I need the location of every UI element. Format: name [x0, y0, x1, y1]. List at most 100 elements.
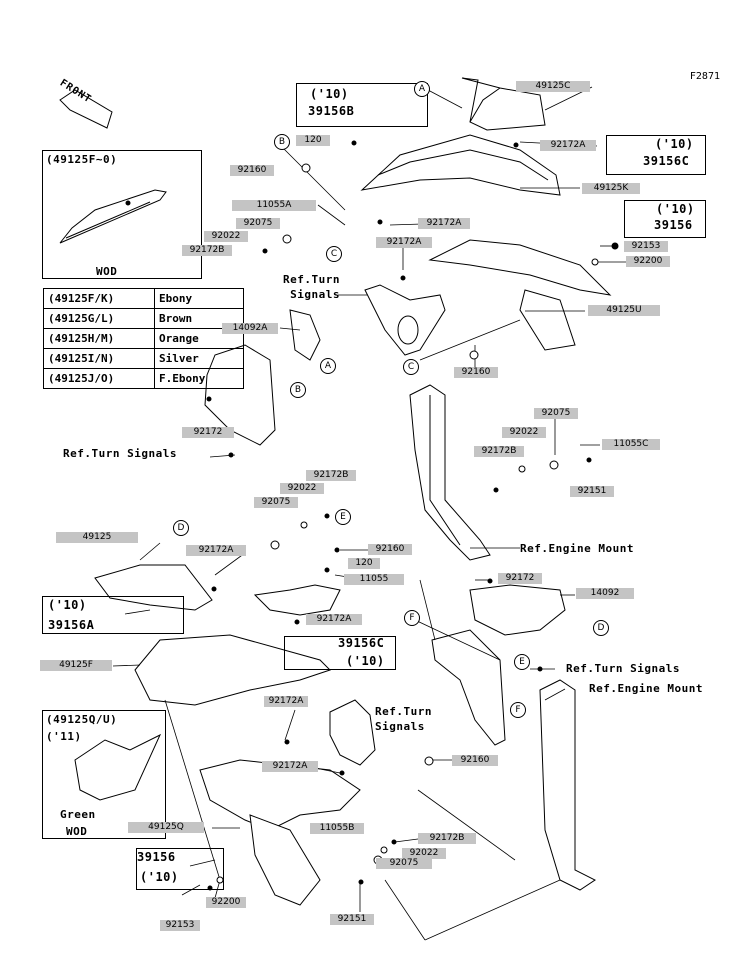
part-number-tag: 92172A — [418, 218, 470, 229]
year-label: ('10) — [655, 137, 694, 151]
color-row: (49125I/N) Silver — [43, 348, 244, 369]
year-label: ('10) — [140, 870, 179, 884]
part-number-tag: 11055 — [344, 574, 404, 585]
part-number-tag: 92200 — [626, 256, 670, 267]
part-number-tag: 92172A — [306, 614, 362, 625]
callout-b: B — [274, 134, 290, 150]
callout-e: E — [514, 654, 530, 670]
part-number-tag: 49125Q — [128, 822, 204, 833]
color-row: (49125F/K) Ebony — [43, 288, 244, 309]
part-number-tag: 92172B — [418, 833, 476, 844]
callout-c: C — [326, 246, 342, 262]
inset-wod-top — [42, 150, 202, 279]
callout-d: D — [173, 520, 189, 536]
part-number-tag: 92153 — [624, 241, 668, 252]
part-label: 39156 — [137, 850, 176, 864]
part-number-tag: 49125F — [40, 660, 112, 671]
part-number-tag: 92022 — [402, 848, 446, 859]
part-label: 39156C — [643, 154, 690, 168]
inset-bottom-color: Green — [60, 808, 96, 821]
year-box-39156C-mid — [284, 636, 396, 670]
callout-b: B — [290, 382, 306, 398]
inset-wod-bottom — [42, 710, 166, 839]
part-number-tag: 92160 — [230, 165, 274, 176]
part-number-tag: 92075 — [376, 858, 432, 869]
ref-turn-signals-label: Ref.Turn Signals — [566, 662, 680, 675]
part-number-tag: 14092A — [222, 323, 278, 334]
color-code: (49125I/N) — [43, 348, 155, 369]
ref-turn-signals-label: Ref.Turn Signals — [283, 273, 340, 301]
part-number-tag: 92172B — [306, 470, 356, 481]
part-number-tag: 49125C — [516, 81, 590, 92]
year-box-39156B — [296, 83, 428, 127]
color-row: (49125J/O) F.Ebony — [43, 368, 244, 389]
color-row: (49125G/L) Brown — [43, 308, 244, 329]
part-number-tag: 92172A — [264, 696, 308, 707]
color-code: (49125F/K) — [43, 288, 155, 309]
part-number-tag: 92075 — [534, 408, 578, 419]
part-number-tag: 92172A — [262, 761, 318, 772]
part-number-tag: 92075 — [254, 497, 298, 508]
part-number-tag: 92172B — [474, 446, 524, 457]
part-number-tag: 92160 — [368, 544, 412, 555]
part-number-tag: 49125U — [588, 305, 660, 316]
part-number-tag: 92172A — [376, 237, 432, 248]
callout-f: F — [404, 610, 420, 626]
part-label: 39156A — [48, 618, 95, 632]
inset-top-label: WOD — [96, 265, 118, 278]
front-arrow-shape — [59, 89, 113, 129]
ref-turn-signals-label: Ref.Turn Signals — [375, 705, 432, 733]
part-number-tag: 49125 — [56, 532, 138, 543]
part-number-tag: 92153 — [160, 920, 200, 931]
year-label: ('10) — [346, 654, 385, 668]
upper-mount-bracket — [409, 384, 491, 561]
callout-d: D — [593, 620, 609, 636]
year-box-39156-bottom — [136, 848, 224, 890]
color-variant-table: (49125F/K) Ebony (49125G/L) Brown (49125… — [43, 288, 244, 389]
year-label: ('10) — [48, 598, 87, 612]
part-number-tag: 92151 — [570, 486, 614, 497]
ref-engine-mount-label: Ref.Engine Mount — [589, 682, 703, 695]
inset-top-title: (49125F~0) — [46, 153, 118, 166]
part-label: 39156 — [654, 218, 693, 232]
part-number-tag: 14092 — [576, 588, 634, 599]
leader-lines — [112, 86, 629, 941]
part-number-tag: 92160 — [452, 755, 498, 766]
color-name: Silver — [154, 348, 244, 369]
part-number-tag: 92172B — [182, 245, 232, 256]
year-box-39156C-top — [606, 135, 706, 175]
color-code: (49125H/M) — [43, 328, 155, 349]
inset-bottom-year: ('11) — [46, 730, 82, 743]
part-number-tag: 49125K — [582, 183, 640, 194]
figure-code: F2871 — [689, 71, 720, 82]
part-number-tag: 120 — [348, 558, 380, 569]
part-number-tag: 92151 — [330, 914, 374, 925]
part-label: 39156C — [338, 636, 385, 650]
part-number-tag: 92075 — [236, 218, 280, 229]
inset-bottom-label: WOD — [66, 825, 88, 838]
part-number-tag: 92200 — [206, 897, 246, 908]
ref-turn-signals-label: Ref.Turn Signals — [63, 447, 177, 460]
year-box-39156A — [42, 596, 184, 634]
part-number-tag: 92172A — [540, 140, 596, 151]
year-box-39156-right — [624, 200, 706, 238]
part-number-tag: 92022 — [204, 231, 248, 242]
part-number-tag: 92172A — [186, 545, 246, 556]
part-number-tag: 92160 — [454, 367, 498, 378]
color-code: (49125G/L) — [43, 308, 155, 329]
callout-f: F — [510, 702, 526, 718]
part-number-tag: 92172 — [498, 573, 542, 584]
ref-engine-mount-label: Ref.Engine Mount — [520, 542, 634, 555]
year-label: ('10) — [310, 87, 349, 101]
part-label: 39156B — [308, 104, 355, 118]
upper-tail-cowl — [360, 77, 612, 356]
part-number-tag: 92022 — [280, 483, 324, 494]
part-number-tag: 11055C — [602, 439, 660, 450]
callout-e: E — [335, 509, 351, 525]
color-code: (49125J/O) — [43, 368, 155, 389]
callout-a: A — [414, 81, 430, 97]
year-label: ('10) — [656, 202, 695, 216]
inset-bottom-title: (49125Q/U) — [46, 713, 118, 726]
part-number-tag: 11055B — [310, 823, 364, 834]
